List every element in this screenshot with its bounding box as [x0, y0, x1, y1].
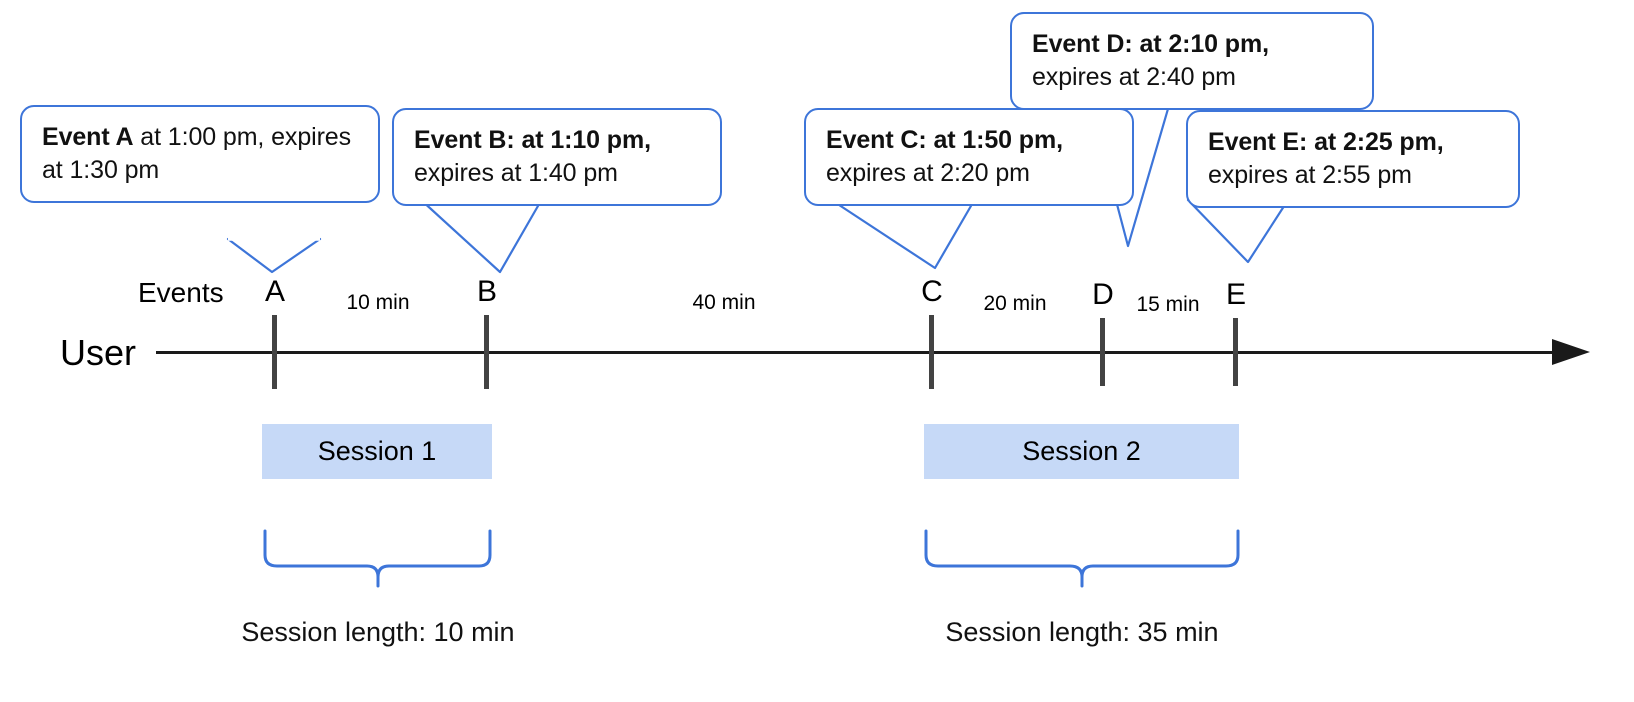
callout-line-e-2: expires at 2:55 pm [1208, 161, 1412, 189]
event-marker-label-b: B [476, 275, 497, 308]
callout-event-c[interactable]: Event C: at 1:50 pm, expires at 2:20 pm [804, 108, 1134, 206]
gap-label-bc: 40 min [692, 291, 756, 314]
callout-line-d-1: Event D: at 2:10 pm, [1032, 28, 1354, 61]
event-marker-label-d: D [1092, 278, 1114, 311]
callout-tail-b [418, 197, 544, 274]
session-bar-2-label: Session 2 [1022, 436, 1141, 466]
timeline-axis [156, 351, 1556, 354]
callout-event-b[interactable]: Event B: at 1:10 pm, expires at 1:40 pm [392, 108, 722, 206]
callout-line-b-2: expires at 1:40 pm [414, 159, 618, 187]
event-tick-e[interactable] [1233, 318, 1238, 386]
callout-tail-a [226, 237, 322, 274]
callout-line-b-1: Event B: at 1:10 pm, [414, 124, 702, 157]
callout-event-d[interactable]: Event D: at 2:10 pm, expires at 2:40 pm [1010, 12, 1374, 110]
session-bar-1[interactable]: Session 1 [262, 424, 492, 479]
event-d-name: Event D: at 2:10 pm, [1032, 30, 1269, 58]
timeline-arrowhead [1552, 339, 1590, 365]
user-row-label: User [60, 332, 137, 373]
session-brace-2 [924, 529, 1240, 588]
callout-line-e-1: Event E: at 2:25 pm, [1208, 126, 1500, 159]
session-bar-1-label: Session 1 [317, 436, 437, 466]
session-length-caption-2: Session length: 35 min [945, 617, 1219, 647]
session-bar-2[interactable]: Session 2 [924, 424, 1239, 479]
event-marker-label-c: C [921, 275, 943, 308]
callout-line-c-2: expires at 2:20 pm [826, 159, 1030, 187]
callout-event-e[interactable]: Event E: at 2:25 pm, expires at 2:55 pm [1186, 110, 1520, 208]
callout-tail-e [1186, 198, 1290, 264]
event-tick-b[interactable] [484, 315, 489, 389]
gap-label-ab: 10 min [346, 291, 410, 314]
event-tick-a[interactable] [272, 315, 277, 389]
session-length-caption-1: Session length: 10 min [241, 617, 515, 647]
event-tick-c[interactable] [929, 315, 934, 389]
gap-label-de: 15 min [1136, 293, 1200, 316]
callout-tail-c [828, 197, 977, 270]
events-row-label: Events [138, 277, 224, 308]
event-marker-label-a: A [264, 275, 285, 308]
event-a-name: Event A [42, 123, 134, 151]
event-tick-d[interactable] [1100, 318, 1105, 386]
event-e-name: Event E: at 2:25 pm, [1208, 128, 1444, 156]
callout-line-a-1: Event A at 1:00 pm, expires at 1:30 pm [42, 121, 360, 187]
gap-label-cd: 20 min [983, 292, 1047, 315]
event-marker-label-e: E [1225, 278, 1246, 311]
session-brace-1 [263, 529, 492, 588]
event-a-detail: at 1:00 pm, expires at 1:30 pm [42, 123, 352, 184]
callout-event-a[interactable]: Event A at 1:00 pm, expires at 1:30 pm [20, 105, 380, 203]
callout-line-d-2: expires at 2:40 pm [1032, 63, 1236, 91]
event-c-name: Event C: at 1:50 pm, [826, 126, 1063, 154]
event-b-name: Event B: at 1:10 pm, [414, 126, 651, 154]
callout-line-c-1: Event C: at 1:50 pm, [826, 124, 1114, 157]
